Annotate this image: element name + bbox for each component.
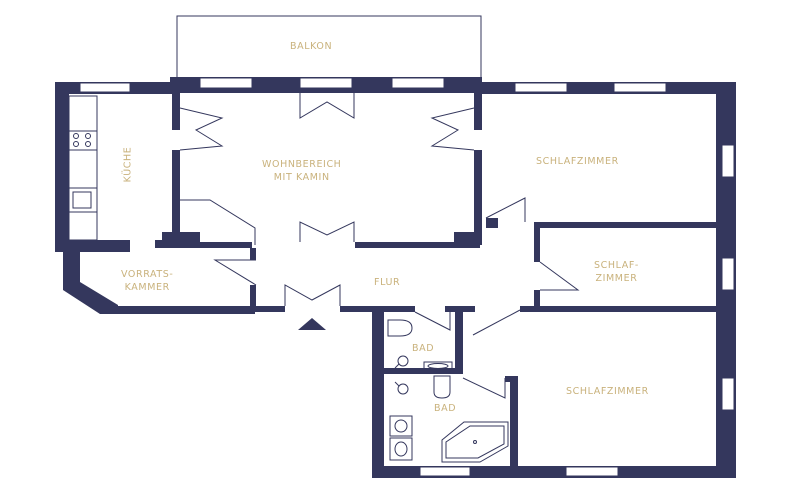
room-label-schlafzimmer-2: SCHLAF- ZIMMER (594, 260, 639, 284)
room-label-bad-1: BAD (412, 343, 435, 354)
room-label-balkon: BALKON (290, 41, 333, 52)
room-label-bad-2: BAD (434, 403, 457, 414)
door-swings (179, 92, 580, 399)
room-label-schlafzimmer-3: SCHLAFZIMMER (566, 386, 649, 397)
room-label-schlafzimmer-1: SCHLAFZIMMER (536, 156, 619, 167)
room-label-wohnbereich: WOHNBEREICH MIT KAMIN (262, 159, 342, 183)
room-label-flur: FLUR (374, 277, 401, 288)
bathroom-fixtures (387, 319, 509, 463)
entrance-arrow-icon (298, 318, 326, 330)
windows (79, 77, 735, 477)
room-label-kueche: KÜCHE (122, 146, 134, 183)
room-label-vorratskammer: VORRATS- KAMMER (121, 269, 174, 293)
kitchen-counter (68, 95, 98, 241)
